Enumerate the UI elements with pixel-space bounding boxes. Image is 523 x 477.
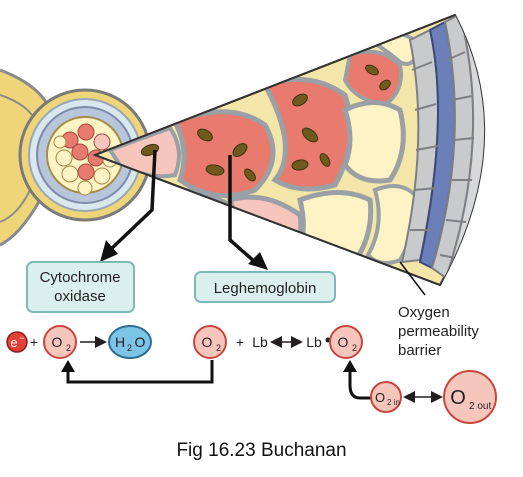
- electron-sup: −: [19, 333, 24, 343]
- o2-out-sub: 2 out: [469, 401, 491, 412]
- o2-label-2: O: [202, 334, 213, 350]
- leghemoglobin-label: Leghemoglobin: [214, 280, 317, 297]
- o2-in-circle: [370, 381, 402, 413]
- arrowhead-leghemoglobin: [248, 252, 268, 270]
- reaction-arrows: [66, 360, 400, 400]
- cytochrome-reaction: e − + O 2 H 2 O: [6, 325, 152, 359]
- oxygen-label-line3: barrier: [398, 342, 441, 359]
- o2-label-3: O: [338, 334, 349, 350]
- o2-circle-1: [43, 325, 77, 359]
- h2o-o: O: [135, 334, 146, 350]
- h2o-circle: [108, 325, 152, 359]
- o2-out-circle: [443, 370, 497, 424]
- o2-sub-2: 2: [216, 343, 221, 353]
- o2-in-sub: 2 in: [387, 398, 400, 407]
- oxygen-label-line1: Oxygen: [398, 304, 450, 321]
- root-nodule-diagram: Cytochrome oxidase Leghemoglobin Oxygen …: [0, 13, 497, 424]
- lb-bound-label: Lb: [306, 334, 322, 350]
- cytochrome-label-line2: oxidase: [54, 288, 106, 305]
- arrowhead-cytochrome: [100, 240, 118, 262]
- figure-caption: Fig 16.23 Buchanan: [176, 440, 347, 461]
- cytochrome-oxidase-box: Cytochrome oxidase: [26, 261, 135, 313]
- o2-circle-2: [193, 325, 227, 359]
- oxygen-label-line2: permeability: [398, 323, 479, 340]
- plus-sign-1: +: [30, 334, 38, 350]
- h2o-sub: 2: [127, 343, 132, 353]
- oxygen-barrier-label: Oxygen permeability barrier: [398, 304, 479, 359]
- o2-out-label: O: [450, 387, 466, 409]
- o2-circle-3: [329, 325, 363, 359]
- cytochrome-label-line1: Cytochrome: [40, 269, 121, 286]
- h2o-h: H: [115, 334, 125, 350]
- pointer-arrows: [108, 149, 426, 296]
- oxygen-exchange: O 2 in O 2 out: [370, 370, 497, 424]
- electron-circle: [6, 331, 28, 353]
- o2-in-label: O: [375, 390, 385, 405]
- root-cross-section: [0, 68, 152, 247]
- leghemoglobin-reaction: O 2 + Lb Lb O 2: [193, 325, 363, 359]
- o2-sub-3: 2: [352, 343, 357, 353]
- o2-sub-1: 2: [66, 343, 71, 353]
- leghemoglobin-box: Leghemoglobin: [194, 271, 336, 303]
- o2-label-1: O: [52, 334, 63, 350]
- lb-label: Lb: [252, 334, 268, 350]
- electron-label: e: [10, 335, 17, 350]
- plus-sign-2: +: [236, 334, 244, 350]
- nodule-cells-small: [53, 123, 118, 196]
- enlarged-wedge: [92, 13, 486, 287]
